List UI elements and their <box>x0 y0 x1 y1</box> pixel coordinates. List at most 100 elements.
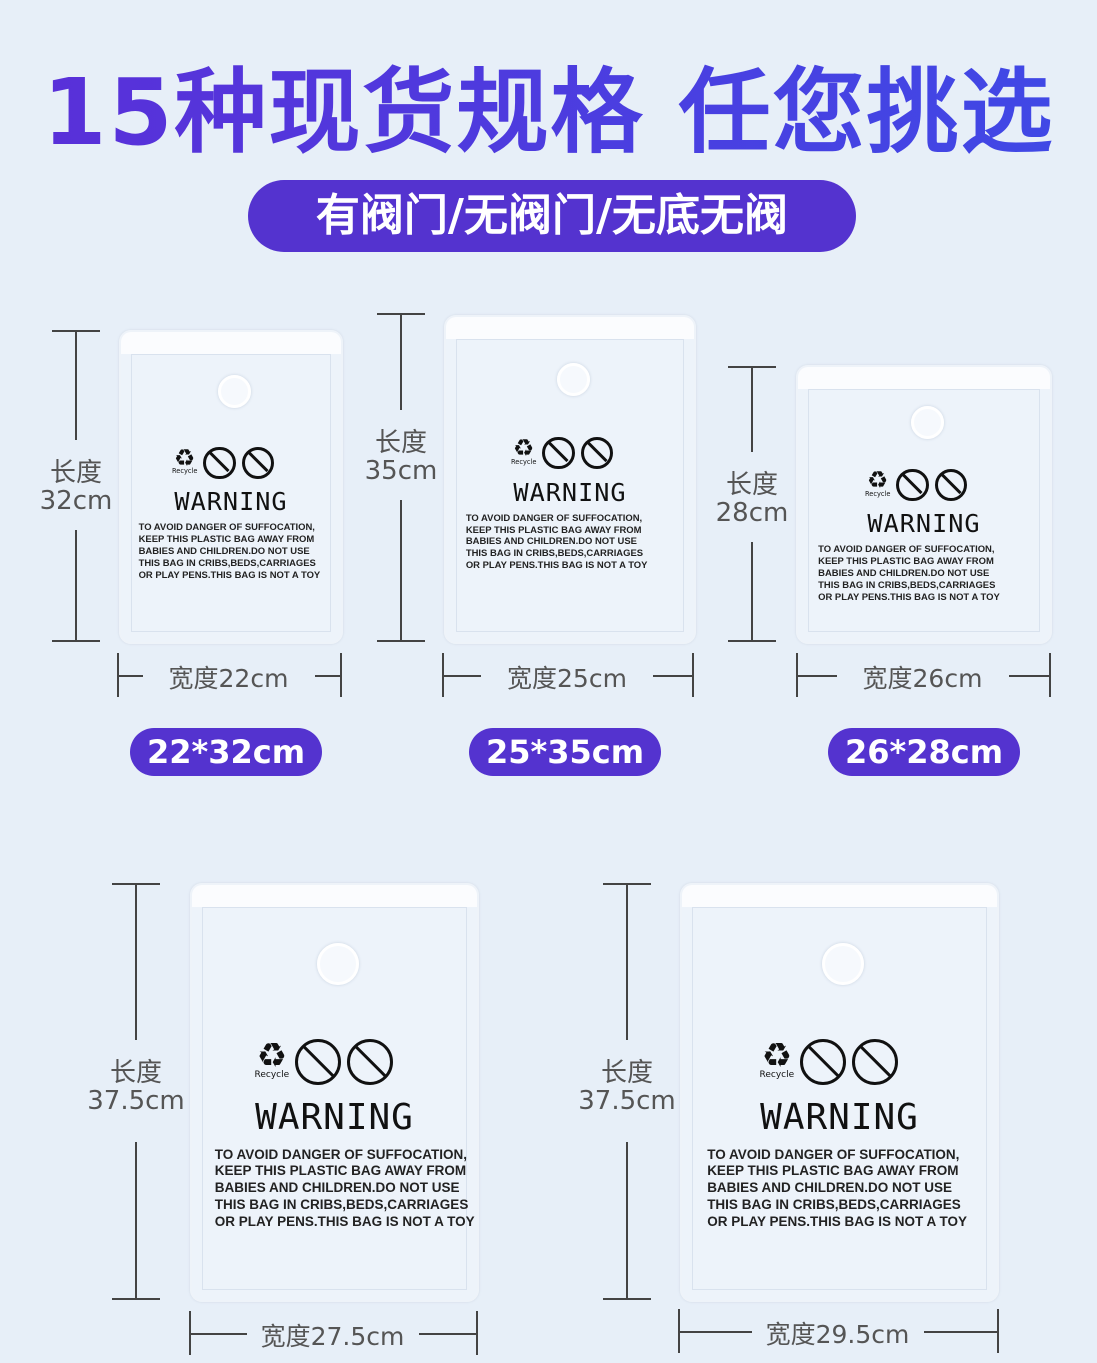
zipper-strip <box>446 317 694 339</box>
valve-icon <box>556 362 590 396</box>
warning-line: BABIES AND CHILDREN.DO NOT USE <box>818 567 990 579</box>
width-cap <box>678 1309 680 1353</box>
length-value: 28cm <box>715 498 789 528</box>
width-cap <box>692 653 694 697</box>
recycle-label: Recycle <box>511 458 537 467</box>
warning-message: TO AVOID DANGER OF SUFFOCATION,KEEP THIS… <box>818 544 1000 603</box>
warning-line: TO AVOID DANGER OF SUFFOCATION, <box>214 1146 468 1162</box>
length-line <box>751 542 753 640</box>
bag-inner-seal <box>692 907 987 1290</box>
length-value: 35cm <box>364 456 438 486</box>
width-line <box>678 1331 752 1333</box>
warning-line: KEEP THIS PLASTIC BAG AWAY FROM <box>707 1163 959 1179</box>
no-children-icon <box>896 468 929 501</box>
width-cap <box>476 1311 478 1355</box>
warning-line: BABIES AND CHILDREN.DO NOT USE <box>214 1180 460 1196</box>
no-children-icon <box>800 1038 847 1085</box>
subtitle-pill: 有阀门/无阀门/无底无阀 <box>248 180 856 252</box>
width-line <box>1008 675 1049 677</box>
valve-icon <box>910 405 944 439</box>
warning-icons: ♻Recycle <box>254 1038 394 1085</box>
length-value: 37.5cm <box>578 1086 676 1116</box>
zipper-strip <box>798 367 1050 389</box>
warning-line: KEEP THIS PLASTIC BAG AWAY FROM <box>138 534 315 546</box>
length-label: 长度 <box>49 458 102 488</box>
width-line <box>653 675 692 677</box>
recycle-icon: ♻Recycle <box>865 465 891 498</box>
recycle-label: Recycle <box>759 1069 795 1080</box>
length-cap <box>377 313 425 315</box>
warning-line: OR PLAY PENS.THIS BAG IS NOT A TOY <box>214 1214 475 1230</box>
valve-icon <box>821 943 864 986</box>
warning-line: TO AVOID DANGER OF SUFFOCATION, <box>138 522 315 534</box>
no-suffocation-icon <box>852 1038 899 1085</box>
no-suffocation-icon <box>934 468 967 501</box>
width-line <box>117 675 143 677</box>
warning-title: WARNING <box>513 477 627 507</box>
width-label: 宽度29.5cm <box>765 1320 910 1349</box>
size-badge: 22*32cm <box>130 728 322 776</box>
length-line <box>400 500 402 640</box>
warning-icons: ♻Recycle <box>511 434 613 470</box>
width-label: 宽度25cm <box>507 664 627 693</box>
warning-line: BABIES AND CHILDREN.DO NOT USE <box>138 545 310 557</box>
width-cap <box>117 653 119 697</box>
length-cap <box>728 640 776 642</box>
width-label: 宽度26cm <box>862 664 983 693</box>
warning-icons: ♻Recycle <box>759 1038 899 1085</box>
length-line <box>400 313 402 410</box>
length-cap <box>728 366 776 368</box>
width-line <box>418 1333 476 1335</box>
width-label: 宽度27.5cm <box>260 1322 405 1351</box>
warning-title: WARNING <box>174 487 288 517</box>
length-value: 32cm <box>39 486 113 516</box>
length-line <box>626 1142 628 1298</box>
length-cap <box>603 1298 651 1300</box>
width-cap <box>997 1309 999 1353</box>
bag-inner-seal <box>202 907 467 1290</box>
length-line <box>626 883 628 1040</box>
warning-line: OR PLAY PENS.THIS BAG IS NOT A TOY <box>138 569 321 581</box>
length-line <box>135 1142 137 1298</box>
warning-line: KEEP THIS PLASTIC BAG AWAY FROM <box>818 556 994 568</box>
length-cap <box>112 883 160 885</box>
no-children-icon <box>295 1038 342 1085</box>
warning-title: WARNING <box>255 1096 414 1138</box>
warning-line: KEEP THIS PLASTIC BAG AWAY FROM <box>465 524 642 536</box>
length-cap <box>52 640 100 642</box>
width-line <box>314 675 340 677</box>
recycle-label: Recycle <box>254 1069 290 1080</box>
recycle-icon: ♻Recycle <box>172 443 198 476</box>
length-line <box>751 366 753 452</box>
length-line <box>75 330 77 440</box>
length-cap <box>603 883 651 885</box>
warning-message: TO AVOID DANGER OF SUFFOCATION,KEEP THIS… <box>139 522 321 581</box>
no-children-icon <box>542 437 575 470</box>
warning-line: OR PLAY PENS.THIS BAG IS NOT A TOY <box>707 1214 967 1230</box>
no-suffocation-icon <box>241 446 274 479</box>
bag-inner-seal <box>131 354 331 632</box>
no-suffocation-icon <box>580 437 613 470</box>
width-cap <box>442 653 444 697</box>
valve-icon <box>316 943 359 986</box>
size-badge: 25*35cm <box>469 728 661 776</box>
recycle-icon: ♻Recycle <box>511 434 537 467</box>
width-label: 宽度22cm <box>168 664 289 693</box>
width-line <box>189 1333 247 1335</box>
warning-message: TO AVOID DANGER OF SUFFOCATION,KEEP THIS… <box>215 1147 475 1231</box>
warning-message: TO AVOID DANGER OF SUFFOCATION,KEEP THIS… <box>466 513 648 572</box>
length-value: 37.5cm <box>87 1086 185 1116</box>
length-cap <box>52 330 100 332</box>
length-label: 长度 <box>725 470 778 500</box>
warning-line: BABIES AND CHILDREN.DO NOT USE <box>465 536 637 548</box>
length-label: 长度 <box>109 1058 162 1088</box>
zipper-strip <box>121 332 341 354</box>
warning-icons: ♻Recycle <box>865 465 967 501</box>
width-line <box>923 1331 997 1333</box>
width-cap <box>1049 653 1051 697</box>
warning-line: KEEP THIS PLASTIC BAG AWAY FROM <box>214 1163 467 1179</box>
